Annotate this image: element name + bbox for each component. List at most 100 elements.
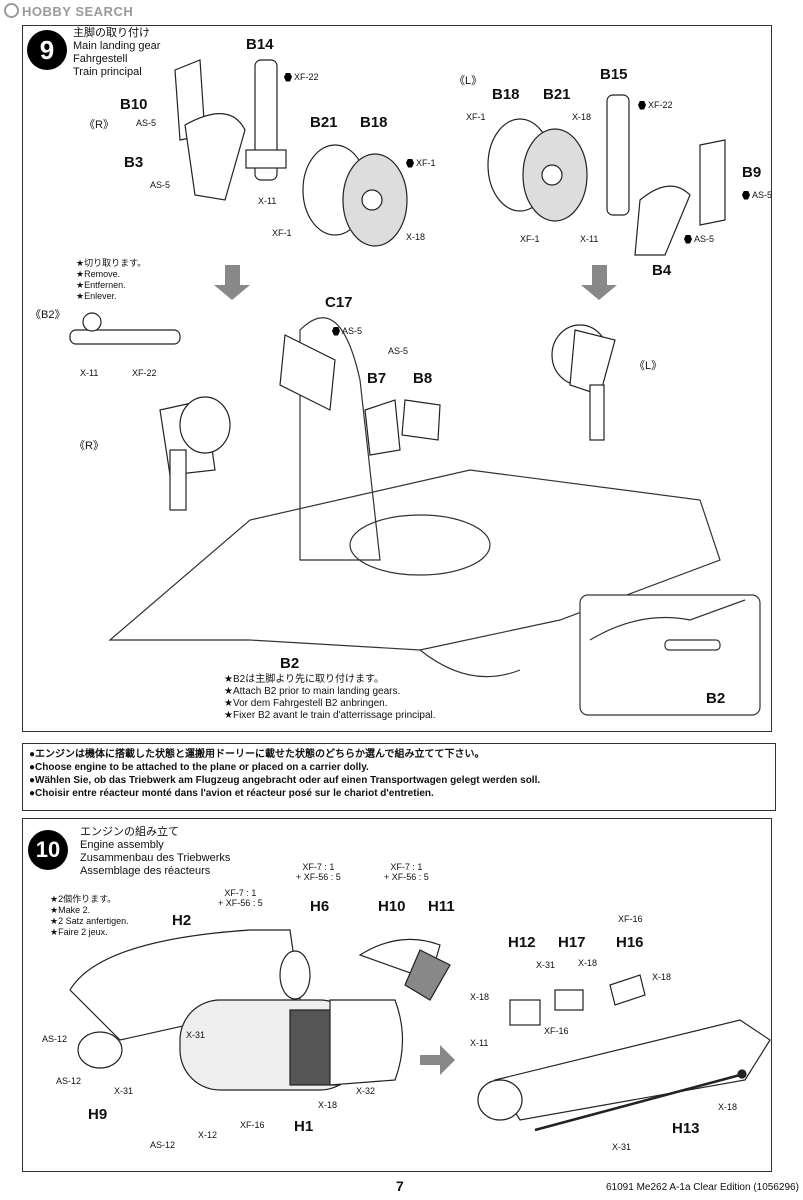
paint-xf22-c: XF-22 xyxy=(132,368,157,378)
part-label-h2: H2 xyxy=(172,912,192,929)
page-number: 7 xyxy=(396,1178,404,1194)
paint-xf1-d: XF-1 xyxy=(520,234,540,244)
paint10-x18-c: X-18 xyxy=(652,972,672,982)
part-h11 xyxy=(404,949,451,1001)
part-b7 xyxy=(364,399,401,456)
paint-dot-icon xyxy=(742,190,750,200)
paint10-x18-d: X-18 xyxy=(470,992,490,1002)
part-b2 xyxy=(69,329,181,345)
step9-number: 9 xyxy=(27,30,67,70)
hub-left xyxy=(541,164,563,186)
choose-engine-box: ●エンジンは機体に搭載した状態と運搬用ドーリーに載せた状態のどちらか選んで組み立… xyxy=(22,743,776,811)
part-label-b15: B15 xyxy=(600,66,628,83)
paint10-xf16-b: XF-16 xyxy=(618,914,643,924)
paint-dot-icon xyxy=(284,72,292,82)
part-label-b2-main: B2 xyxy=(280,655,300,672)
detail-b2-part xyxy=(664,639,721,651)
wing-underside xyxy=(108,469,721,651)
part-b9 xyxy=(699,139,726,226)
watermark-icon xyxy=(4,3,19,18)
part-b3 xyxy=(184,113,246,201)
paint-x18-a: X-18 xyxy=(406,232,426,242)
paint-as5-b: AS-5 xyxy=(150,180,171,190)
paint-xf1-b: XF-1 xyxy=(406,158,436,168)
step9-title-en: Main landing gear xyxy=(73,40,161,52)
side-label-l-mid: 《L》 xyxy=(634,360,663,372)
part-h16 xyxy=(609,974,646,1006)
detail-fuselage-line xyxy=(589,599,746,641)
hub-right xyxy=(361,189,383,211)
paint10-x18-b: X-18 xyxy=(578,958,598,968)
step10-number: 10 xyxy=(28,830,68,870)
part-label-h17: H17 xyxy=(558,934,586,951)
paint-as5-c: AS-5 xyxy=(742,190,772,200)
paint-dot-icon xyxy=(638,100,646,110)
paint-x11-c: X-11 xyxy=(80,368,99,378)
part-h6 xyxy=(279,950,311,1000)
part-label-b10: B10 xyxy=(120,96,148,113)
paint-as5-a: AS-5 xyxy=(136,118,157,128)
part-label-b18-l: B18 xyxy=(492,86,520,103)
engine-rear xyxy=(329,999,404,1086)
cut-note: ★切り取ります。 ★Remove. ★Entfernen. ★Enlever. xyxy=(76,258,147,301)
step10-frame xyxy=(22,818,772,1172)
paint10-x12-a: X-12 xyxy=(198,1130,218,1140)
step9-title-fr: Train principal xyxy=(73,66,142,78)
arrow-down-left xyxy=(581,265,617,300)
paint-dot-icon xyxy=(406,158,414,168)
engine-dolly-nose xyxy=(477,1079,523,1121)
watermark: HOBBY SEARCH xyxy=(4,3,133,19)
part-label-h11: H11 xyxy=(428,898,455,915)
part-label-b21-l: B21 xyxy=(543,86,571,103)
step9-frame xyxy=(22,25,772,732)
part-h13 xyxy=(534,1073,741,1132)
paint-xf22-a: XF-22 xyxy=(284,72,319,82)
step9-title-de: Fahrgestell xyxy=(73,53,128,65)
paint10-x31-c: X-31 xyxy=(536,960,556,970)
part-b8 xyxy=(401,399,441,441)
installed-wheel-right xyxy=(179,396,231,454)
paint10-x11: X-11 xyxy=(470,1038,489,1048)
step9-title-ja: 主脚の取り付け xyxy=(73,27,150,39)
part-b4 xyxy=(634,185,691,256)
part-label-b18-r: B18 xyxy=(360,114,388,131)
side-label-b2: 《B2》 xyxy=(30,309,66,321)
part-label-b8: B8 xyxy=(413,370,433,387)
paint-x11-b: X-11 xyxy=(580,234,599,244)
paint10-x31-d: X-31 xyxy=(612,1142,632,1152)
paint-mix-c: XF-7 : 1 + XF-56 : 5 xyxy=(384,862,429,882)
paint-as5-d: AS-5 xyxy=(684,234,714,244)
arrow-right xyxy=(420,1045,455,1075)
nacelle xyxy=(419,649,521,678)
side-label-l-top: 《L》 xyxy=(454,75,483,87)
step10-title: エンジンの組み立て Engine assembly Zusammenbau de… xyxy=(80,826,231,877)
paint-mix-b: XF-7 : 1 + XF-56 : 5 xyxy=(296,862,341,882)
paint10-as12-a: AS-12 xyxy=(42,1034,68,1044)
paint10-xf16-a: XF-16 xyxy=(240,1120,265,1130)
make2-note: ★2個作ります。 ★Make 2. ★2 Satz anfertigen. ★F… xyxy=(50,894,129,937)
paint10-x31-a: X-31 xyxy=(114,1086,134,1096)
part-label-b7: B7 xyxy=(367,370,387,387)
paint10-as12-b: AS-12 xyxy=(56,1076,82,1086)
part-label-b21-r: B21 xyxy=(310,114,338,131)
step9-title: 主脚の取り付け Main landing gear Fahrgestell Tr… xyxy=(73,27,160,79)
footer-code: 61091 Me262 A-1a Clear Edition (1056296) xyxy=(606,1182,799,1193)
part-label-h10: H10 xyxy=(378,898,406,915)
part-label-h9: H9 xyxy=(88,1106,108,1123)
wheel-well xyxy=(349,514,491,576)
arrow-down-right xyxy=(214,265,250,300)
paint10-x18-a: X-18 xyxy=(318,1100,338,1110)
part-label-b4: B4 xyxy=(652,262,672,279)
fuselage-underside xyxy=(299,317,381,561)
b2-note: ★B2は主脚より先に取り付けます。 ★Attach B2 prior to ma… xyxy=(224,674,436,721)
part-label-b3: B3 xyxy=(124,154,144,171)
part-label-h1: H1 xyxy=(294,1118,314,1135)
gear-strut-left xyxy=(606,94,630,216)
cut-circle xyxy=(82,312,102,332)
paint-x11-a: X-11 xyxy=(258,196,277,206)
part-label-h12: H12 xyxy=(508,934,536,951)
paint-xf1-a: XF-1 xyxy=(272,228,292,238)
part-h12 xyxy=(509,999,541,1026)
part-label-h6: H6 xyxy=(310,898,330,915)
